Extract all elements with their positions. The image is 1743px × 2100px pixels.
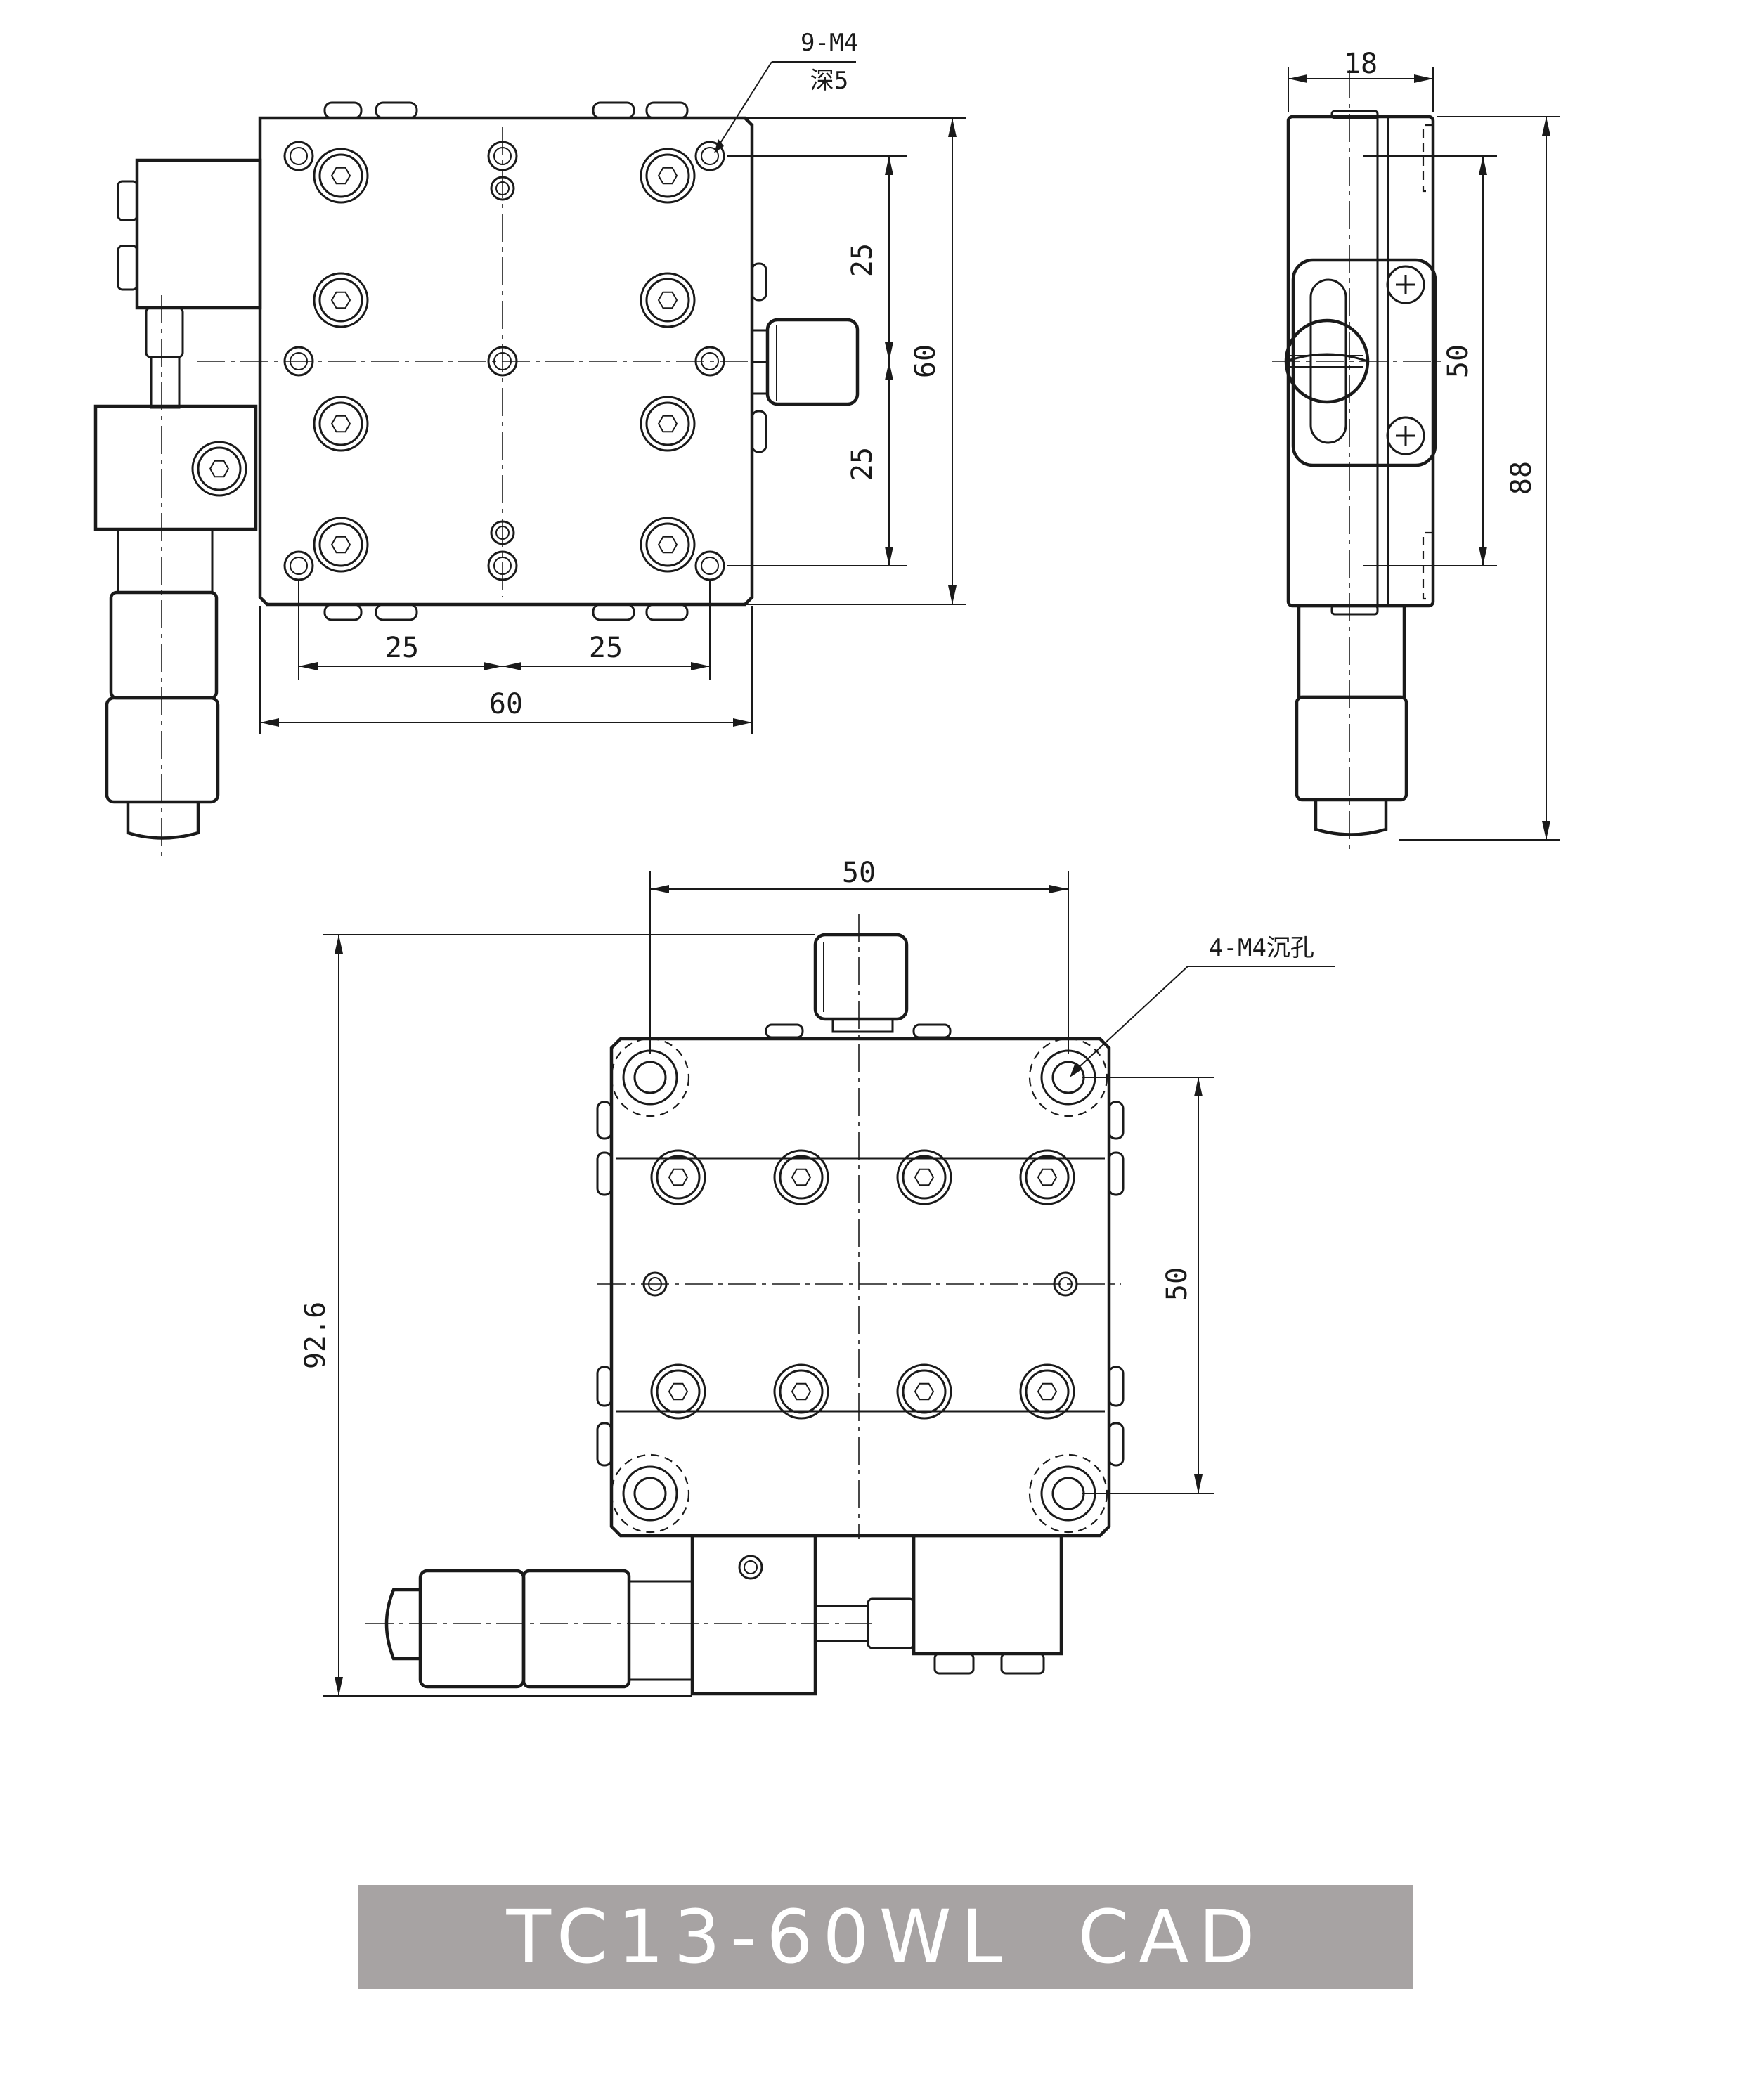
- bottom-view-dims: [323, 871, 1214, 1697]
- dim-bottom-vertical: 50: [1161, 1267, 1193, 1301]
- dim-bottom-total-height: 92.6: [299, 1302, 332, 1369]
- micrometer-lock-screw: [191, 441, 247, 497]
- micrometer-bottom: [384, 1534, 1063, 1696]
- hole-note-line2: 深5: [810, 67, 848, 95]
- side-lock-plate: [1291, 258, 1437, 467]
- side-phillips-screws: [1386, 265, 1425, 455]
- bottom-view-side-bumps: [596, 1101, 1125, 1467]
- dim-bottom-horizontal: 50: [842, 857, 876, 889]
- dim-bottom-left: 25: [385, 632, 419, 664]
- dim-side-total-height: 88: [1505, 461, 1538, 495]
- side-view-dims: [1288, 67, 1560, 841]
- title-bar: TC13-60WL CAD: [358, 1885, 1413, 1989]
- bottom-view: 4-M4沉孔 50 50 92.6: [299, 857, 1335, 1697]
- top-view: 9-M4 深5 25 25 60: [93, 29, 966, 857]
- top-view-screws: [313, 148, 696, 573]
- hole-note-leader: [714, 61, 856, 153]
- top-view-bottom-dims: [259, 580, 753, 734]
- hole-note-line1: 9-M4: [801, 29, 858, 57]
- drawing-title: TC13-60WL CAD: [506, 1894, 1265, 1980]
- micrometer-left: [93, 158, 262, 840]
- dim-bottom-total: 60: [489, 688, 523, 720]
- top-edge-screw-heads: [323, 101, 767, 621]
- top-plate: [258, 116, 754, 607]
- dim-bottom-right: 25: [589, 632, 623, 664]
- dim-right-total: 60: [909, 344, 942, 378]
- bottom-body: [609, 1037, 1111, 1538]
- bottom-view-knob: [765, 933, 952, 1039]
- counterbore-note-leader: [1070, 966, 1335, 1077]
- top-view-right-dims: [727, 117, 966, 605]
- counterbore-note: 4-M4沉孔: [1209, 934, 1314, 962]
- top-view-centerlines: [161, 127, 752, 857]
- dim-side-width: 18: [1344, 48, 1378, 80]
- lock-knob: [751, 318, 860, 406]
- dim-side-hole-spacing: 50: [1442, 344, 1475, 378]
- dim-right-lower: 25: [846, 447, 879, 481]
- side-view: 18 50 88: [1272, 48, 1560, 854]
- dim-right-upper: 25: [846, 243, 879, 277]
